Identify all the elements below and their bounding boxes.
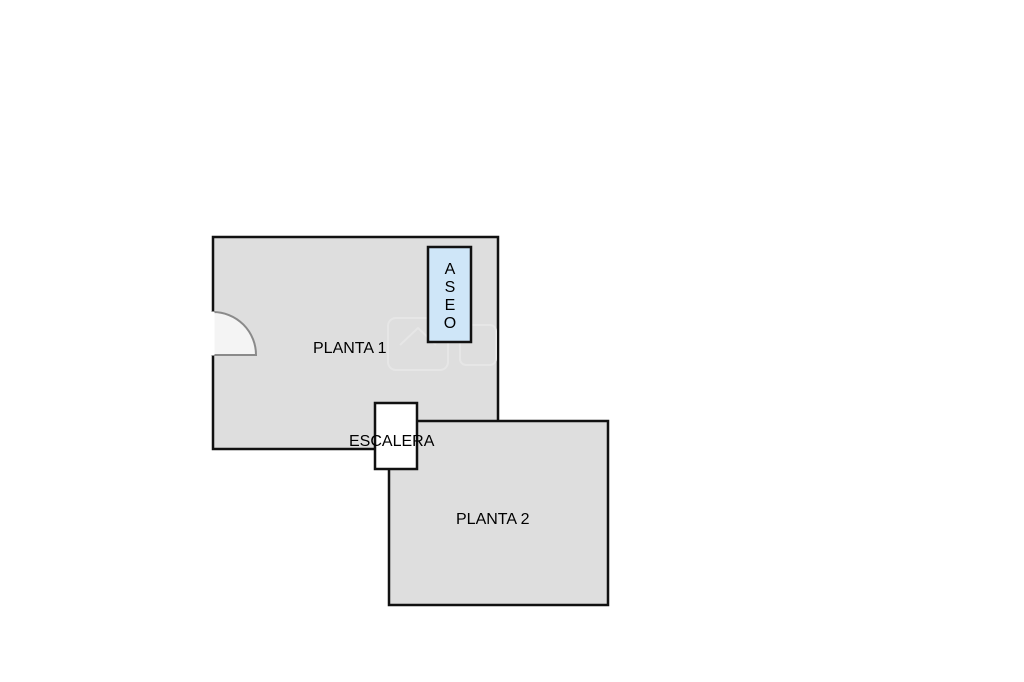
aseo-letter-4: O — [444, 315, 456, 332]
escalera-label: ESCALERA — [349, 433, 435, 450]
door-swing-icon — [211, 310, 258, 356]
logo-watermark — [387, 317, 497, 371]
planta-1-label: PLANTA 1 — [313, 340, 387, 357]
aseo-letter-1: A — [445, 261, 456, 278]
aseo-letter-3: E — [445, 297, 456, 314]
aseo-letter-2: S — [445, 279, 456, 296]
room-aseo — [426, 245, 473, 344]
aseo-label: A S E O — [444, 261, 456, 332]
room-escalera — [373, 401, 419, 471]
room-planta-2 — [387, 419, 610, 607]
planta-2-label: PLANTA 2 — [456, 511, 530, 528]
